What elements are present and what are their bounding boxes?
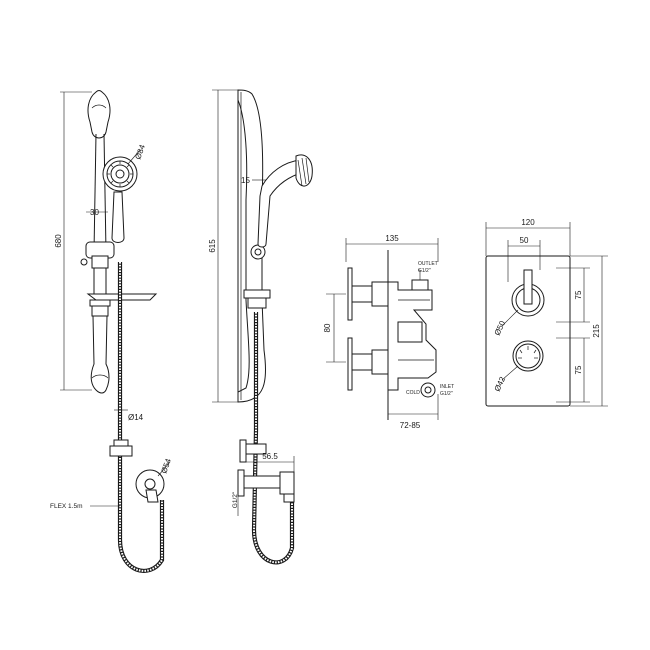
valve-side-view: 135 80 72-85 OUTLET G1/2" INLET G1/2" CO… bbox=[323, 234, 454, 430]
riser-rail-side-view: 15 56.5 G1/2" 615 bbox=[208, 89, 313, 565]
riser-rail-front-view: 680 30 Ø84 Ø14 Ø54 FLEX 1.5m bbox=[50, 90, 173, 573]
thread-label: G1/2" bbox=[232, 491, 239, 508]
inlet-thread-label: G1/2" bbox=[440, 391, 453, 397]
spindle-offset-label: 50 bbox=[520, 236, 529, 245]
outlet-thread-label: G1/2" bbox=[418, 268, 431, 274]
upper-spacing-label: 75 bbox=[574, 290, 583, 299]
valve-height-label: 80 bbox=[323, 323, 332, 332]
outlet-label: OUTLET bbox=[418, 261, 438, 267]
lower-spacing-label: 75 bbox=[574, 365, 583, 374]
inlet-label: INLET bbox=[440, 384, 454, 390]
valve-front-view: 120 50 215 75 75 Ø50 Ø42 bbox=[485, 218, 608, 407]
side-height-label: 615 bbox=[208, 239, 217, 253]
faceplate-height-label: 215 bbox=[592, 324, 601, 338]
valve-width-label: 135 bbox=[385, 234, 399, 243]
hose-diameter-label: Ø14 bbox=[128, 413, 144, 422]
outlet-offset-label: 56.5 bbox=[262, 452, 278, 461]
outlet-diameter-label: Ø54 bbox=[159, 457, 173, 475]
front-bar-offset-label: 30 bbox=[90, 208, 99, 217]
hose-length-label: FLEX 1.5m bbox=[50, 503, 83, 510]
faceplate-width-label: 120 bbox=[521, 218, 535, 227]
front-height-label: 680 bbox=[54, 234, 63, 248]
head-angle-label: 15 bbox=[241, 176, 250, 185]
valve-depth-label: 72-85 bbox=[400, 421, 421, 430]
head-diameter-label: Ø84 bbox=[133, 143, 147, 161]
cold-label: COLD bbox=[406, 390, 420, 396]
